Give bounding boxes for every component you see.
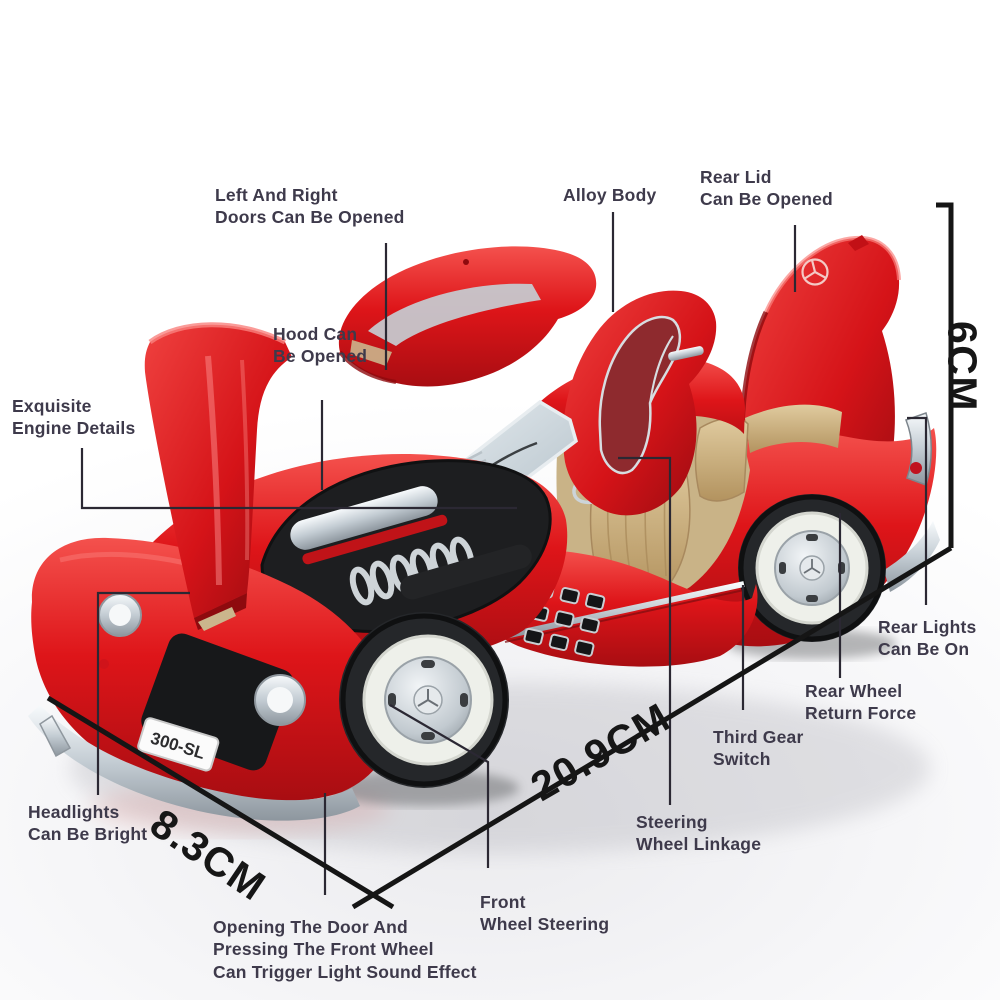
mercedes-star-icon	[803, 559, 821, 574]
dimension-line-length	[351, 545, 953, 910]
label-rear-lights: Rear Lights Can Be On	[878, 617, 977, 660]
dimension-line-height	[936, 202, 954, 548]
leader-engine	[80, 448, 517, 510]
leader-rear-lights	[907, 416, 928, 605]
label-doors: Left And Right Doors Can Be Opened	[215, 185, 405, 228]
intake-manifold	[400, 544, 532, 600]
label-third-gear: Third Gear Switch	[713, 727, 804, 770]
front-body: 300-SL	[28, 537, 394, 821]
door-handle	[668, 346, 704, 361]
mercedes-star-icon	[801, 258, 829, 286]
leader-front-wheel	[389, 704, 490, 868]
dimension-height: 6CM	[939, 320, 986, 413]
hood-hinge	[198, 607, 236, 631]
front-wheel	[339, 612, 509, 788]
label-engine: Exquisite Engine Details	[12, 396, 136, 439]
label-alloy-body: Alloy Body	[563, 185, 657, 205]
label-rear-lid: Rear Lid Can Be Opened	[700, 167, 833, 210]
rear-shelf	[745, 404, 842, 453]
valve-cover	[290, 486, 438, 550]
label-steering: Steering Wheel Linkage	[636, 812, 762, 855]
label-light-sound: Opening The Door And Pressing The Front …	[213, 917, 477, 982]
right-gullwing-door	[563, 290, 717, 516]
label-headlights: Headlights Can Be Bright	[28, 802, 148, 845]
dimension-line-width	[46, 695, 395, 910]
label-hood: Hood Can Be Opened	[273, 324, 368, 367]
sill-chrome-trim	[504, 581, 745, 639]
engine-red-rail	[302, 514, 448, 565]
license-plate: 300-SL	[137, 717, 220, 772]
leader-steering	[618, 456, 672, 805]
door-window-strip	[368, 283, 541, 346]
mercedes-star-icon	[417, 689, 439, 707]
left-gullwing-door	[338, 246, 597, 387]
passenger-seat	[694, 417, 749, 502]
label-front-wheel: Front Wheel Steering	[480, 892, 610, 935]
bumper-overrider	[39, 714, 72, 758]
rear-wheel	[738, 494, 886, 642]
front-bumper	[28, 705, 360, 821]
label-rear-wheel: Rear Wheel Return Force	[805, 681, 917, 724]
hood-panel	[144, 322, 292, 631]
indicator-light	[99, 659, 109, 669]
